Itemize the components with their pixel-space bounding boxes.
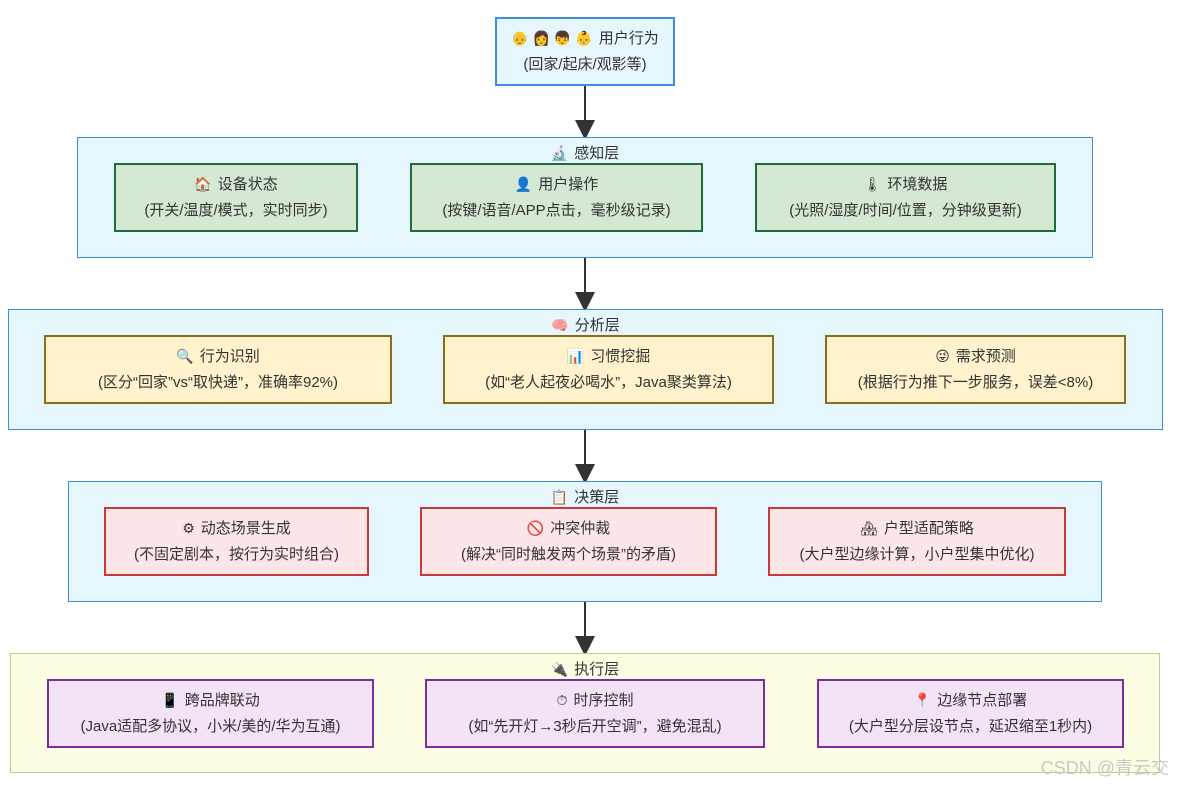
houses-icon: 🏘: [860, 520, 878, 536]
stopwatch-icon: ⏱: [556, 692, 568, 708]
user-behavior-node: 👴 👩 👦 👶用户行为 (回家/起床/观影等): [495, 17, 675, 86]
perception-layer-title: 🔬感知层: [550, 145, 620, 162]
magnifier-icon: 🔍: [176, 348, 194, 364]
edge-node-deployment-node: 📍边缘节点部署 (大户型分层设节点，延迟缩至1秒内): [817, 679, 1124, 748]
thermometer-icon: 🌡: [863, 176, 882, 192]
behavior-recognition-node: 🔍行为识别 (区分“回家”vs“取快递”，准确率92%): [44, 335, 392, 404]
house-icon: 🏠: [194, 176, 212, 192]
prohibited-icon: 🚫: [526, 520, 545, 536]
plug-icon: 🔌: [550, 661, 569, 677]
decision-layer-title: 📋决策层: [550, 489, 620, 506]
demand-prediction-node: 😜需求预测 (根据行为推下一步服务，误差<8%): [825, 335, 1126, 404]
user-behavior-title: 👴 👩 👦 👶用户行为: [511, 25, 658, 52]
watermark: CSDN @青云交: [1040, 758, 1169, 778]
timing-control-node: ⏱时序控制 (如“先开灯→3秒后开空调”，避免混乱): [425, 679, 765, 748]
conflict-arbitration-node: 🚫冲突仲裁 (解决“同时触发两个场景”的矛盾): [420, 507, 717, 576]
bar-chart-icon: 📊: [566, 348, 585, 364]
user-operation-node: 👤用户操作 (按键/语音/APP点击，毫秒级记录): [410, 163, 703, 232]
phone-icon: 📱: [161, 692, 179, 708]
user-icon: 👤: [514, 176, 533, 192]
family-icon: 👴 👩 👦 👶: [511, 30, 593, 46]
pin-icon: 📍: [913, 692, 932, 708]
device-status-node: 🏠设备状态 (开关/温度/模式，实时同步): [114, 163, 358, 232]
habit-mining-node: 📊习惯挖掘 (如“老人起夜必喝水”，Java聚类算法): [443, 335, 774, 404]
dynamic-scene-node: ⚙动态场景生成 (不固定剧本，按行为实时组合): [104, 507, 369, 576]
gear-icon: ⚙: [182, 520, 195, 536]
microscope-icon: 🔬: [550, 145, 569, 161]
cross-brand-node: 📱跨品牌联动 (Java适配多协议，小米/美的/华为互通): [47, 679, 374, 748]
brain-icon: 🧠: [551, 317, 569, 333]
execution-layer-title: 🔌执行层: [550, 661, 620, 678]
analysis-layer-title: 🧠分析层: [551, 317, 620, 334]
floorplan-strategy-node: 🏘户型适配策略 (大户型边缘计算，小户型集中优化): [768, 507, 1066, 576]
clipboard-icon: 📋: [550, 489, 569, 505]
environment-data-node: 🌡环境数据 (光照/湿度/时间/位置，分钟级更新): [755, 163, 1056, 232]
user-behavior-subtitle: (回家/起床/观影等): [523, 56, 647, 73]
winking-face-icon: 😜: [935, 348, 950, 364]
